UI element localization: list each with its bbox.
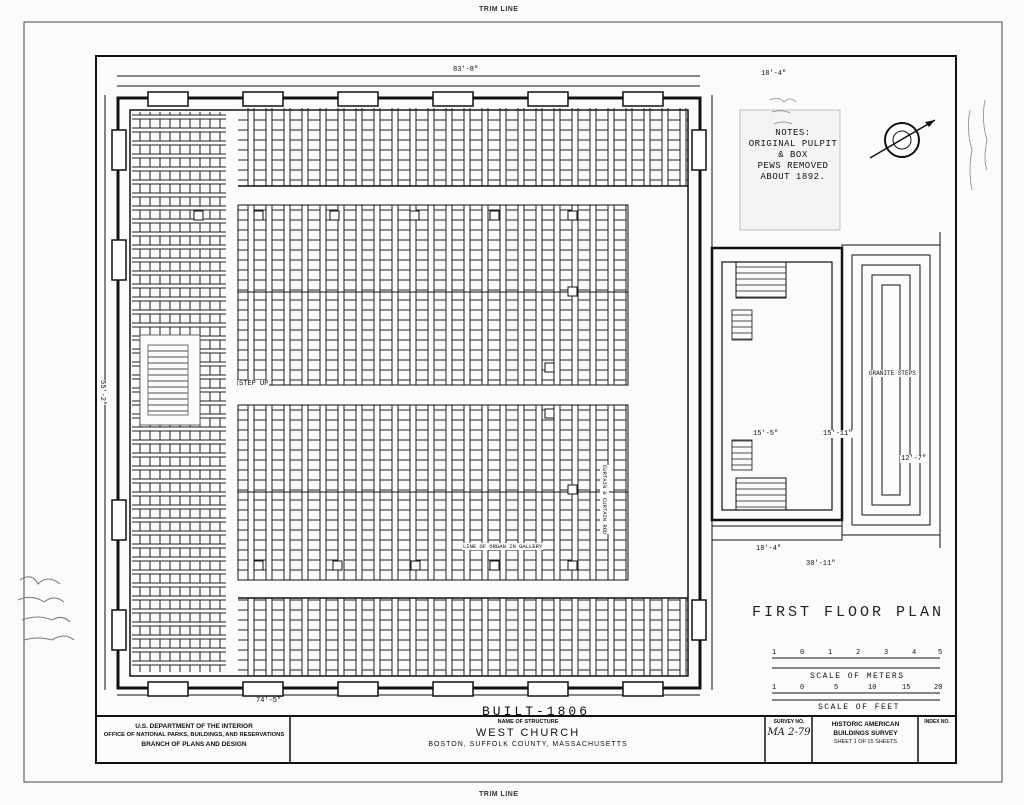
structure-name: WEST CHURCH [475, 727, 581, 739]
trim-line-bottom: TRIM LINE [479, 791, 519, 798]
dim-bottom-total: 74'-5" [255, 697, 283, 705]
built-date: BUILT-1806 [482, 704, 591, 719]
agency-line-1: U.S. DEPARTMENT OF THE INTERIOR [135, 723, 253, 730]
dim-side-right: 18'-4" [760, 70, 788, 78]
sheet-count: SHEET 1 OF 15 SHEETS [833, 739, 898, 745]
scale-f-tick: 0 [800, 684, 805, 692]
scale-f-tick: 15 [902, 684, 911, 692]
scale-m-tick: 5 [938, 649, 943, 657]
dim-h1: 12'-7" [900, 455, 928, 463]
index-label: INDEX NO. [924, 719, 950, 725]
structure-name-label: NAME OF STRUCTURE [497, 719, 559, 725]
label-curtain: CURTAIN & CURTAIN ROD [600, 465, 609, 535]
notes-heading: NOTES: [775, 128, 811, 138]
scale-f-tick: 10 [868, 684, 877, 692]
notes-line-2: PEWS REMOVED ABOUT 1892. [757, 161, 829, 182]
plan-title: FIRST FLOOR PLAN [752, 604, 945, 621]
scale-feet-label: SCALE OF FEET [818, 703, 900, 712]
scale-f-tick: 1 [772, 684, 777, 692]
label-step-up: STEP UP [238, 380, 270, 388]
agency-line-2: OFFICE OF NATIONAL PARKS, BUILDINGS, AND… [103, 732, 285, 738]
dim-top-total: 83'-8" [452, 66, 480, 74]
scale-m-tick: 2 [856, 649, 861, 657]
agency-block: U.S. DEPARTMENT OF THE INTERIOR OFFICE O… [100, 722, 288, 749]
label-granite-steps: GRANITE STEPS [868, 370, 917, 377]
index-block: INDEX NO. [920, 718, 954, 727]
north-arrow-icon [869, 119, 936, 159]
notes-line-1: ORIGINAL PULPIT & BOX [748, 139, 838, 160]
dim-w1: 15'-5" [752, 430, 780, 438]
habs-block: HISTORIC AMERICAN BUILDINGS SURVEY SHEET… [814, 720, 917, 747]
structure-location: BOSTON, SUFFOLK COUNTY, MASSACHUSETTS [428, 741, 628, 748]
notes: NOTES: ORIGINAL PULPIT & BOX PEWS REMOVE… [748, 128, 838, 183]
scale-f-tick: 20 [934, 684, 943, 692]
scale-m-tick: 3 [884, 649, 889, 657]
scale-meters-label: SCALE OF METERS [810, 672, 905, 681]
dim-width2: 30'-11" [805, 560, 837, 568]
survey-label: SURVEY NO. [773, 719, 805, 725]
structure-block: NAME OF STRUCTURE WEST CHURCH BOSTON, SU… [292, 718, 764, 749]
survey-block: SURVEY NO. MA 2-79 [767, 718, 811, 739]
label-organ-line: LINE OF ORGAN IN GALLERY [462, 543, 544, 550]
trim-line-top: TRIM LINE [479, 6, 519, 13]
scale-f-tick: 5 [834, 684, 839, 692]
scale-m-tick: 1 [828, 649, 833, 657]
agency-line-3: BRANCH OF PLANS AND DESIGN [141, 741, 247, 748]
scale-m-tick: 0 [800, 649, 805, 657]
habs-line-2: BUILDINGS SURVEY [833, 730, 898, 737]
habs-line-1: HISTORIC AMERICAN [831, 721, 900, 728]
dim-vertical: 55'-2" [97, 380, 107, 406]
dim-vestibule: 18'-4" [755, 545, 783, 553]
survey-number: MA 2-79 [767, 727, 811, 738]
scale-m-tick: 4 [912, 649, 917, 657]
scale-m-tick: 1 [772, 649, 777, 657]
dim-w2: 15'-11" [822, 430, 854, 438]
